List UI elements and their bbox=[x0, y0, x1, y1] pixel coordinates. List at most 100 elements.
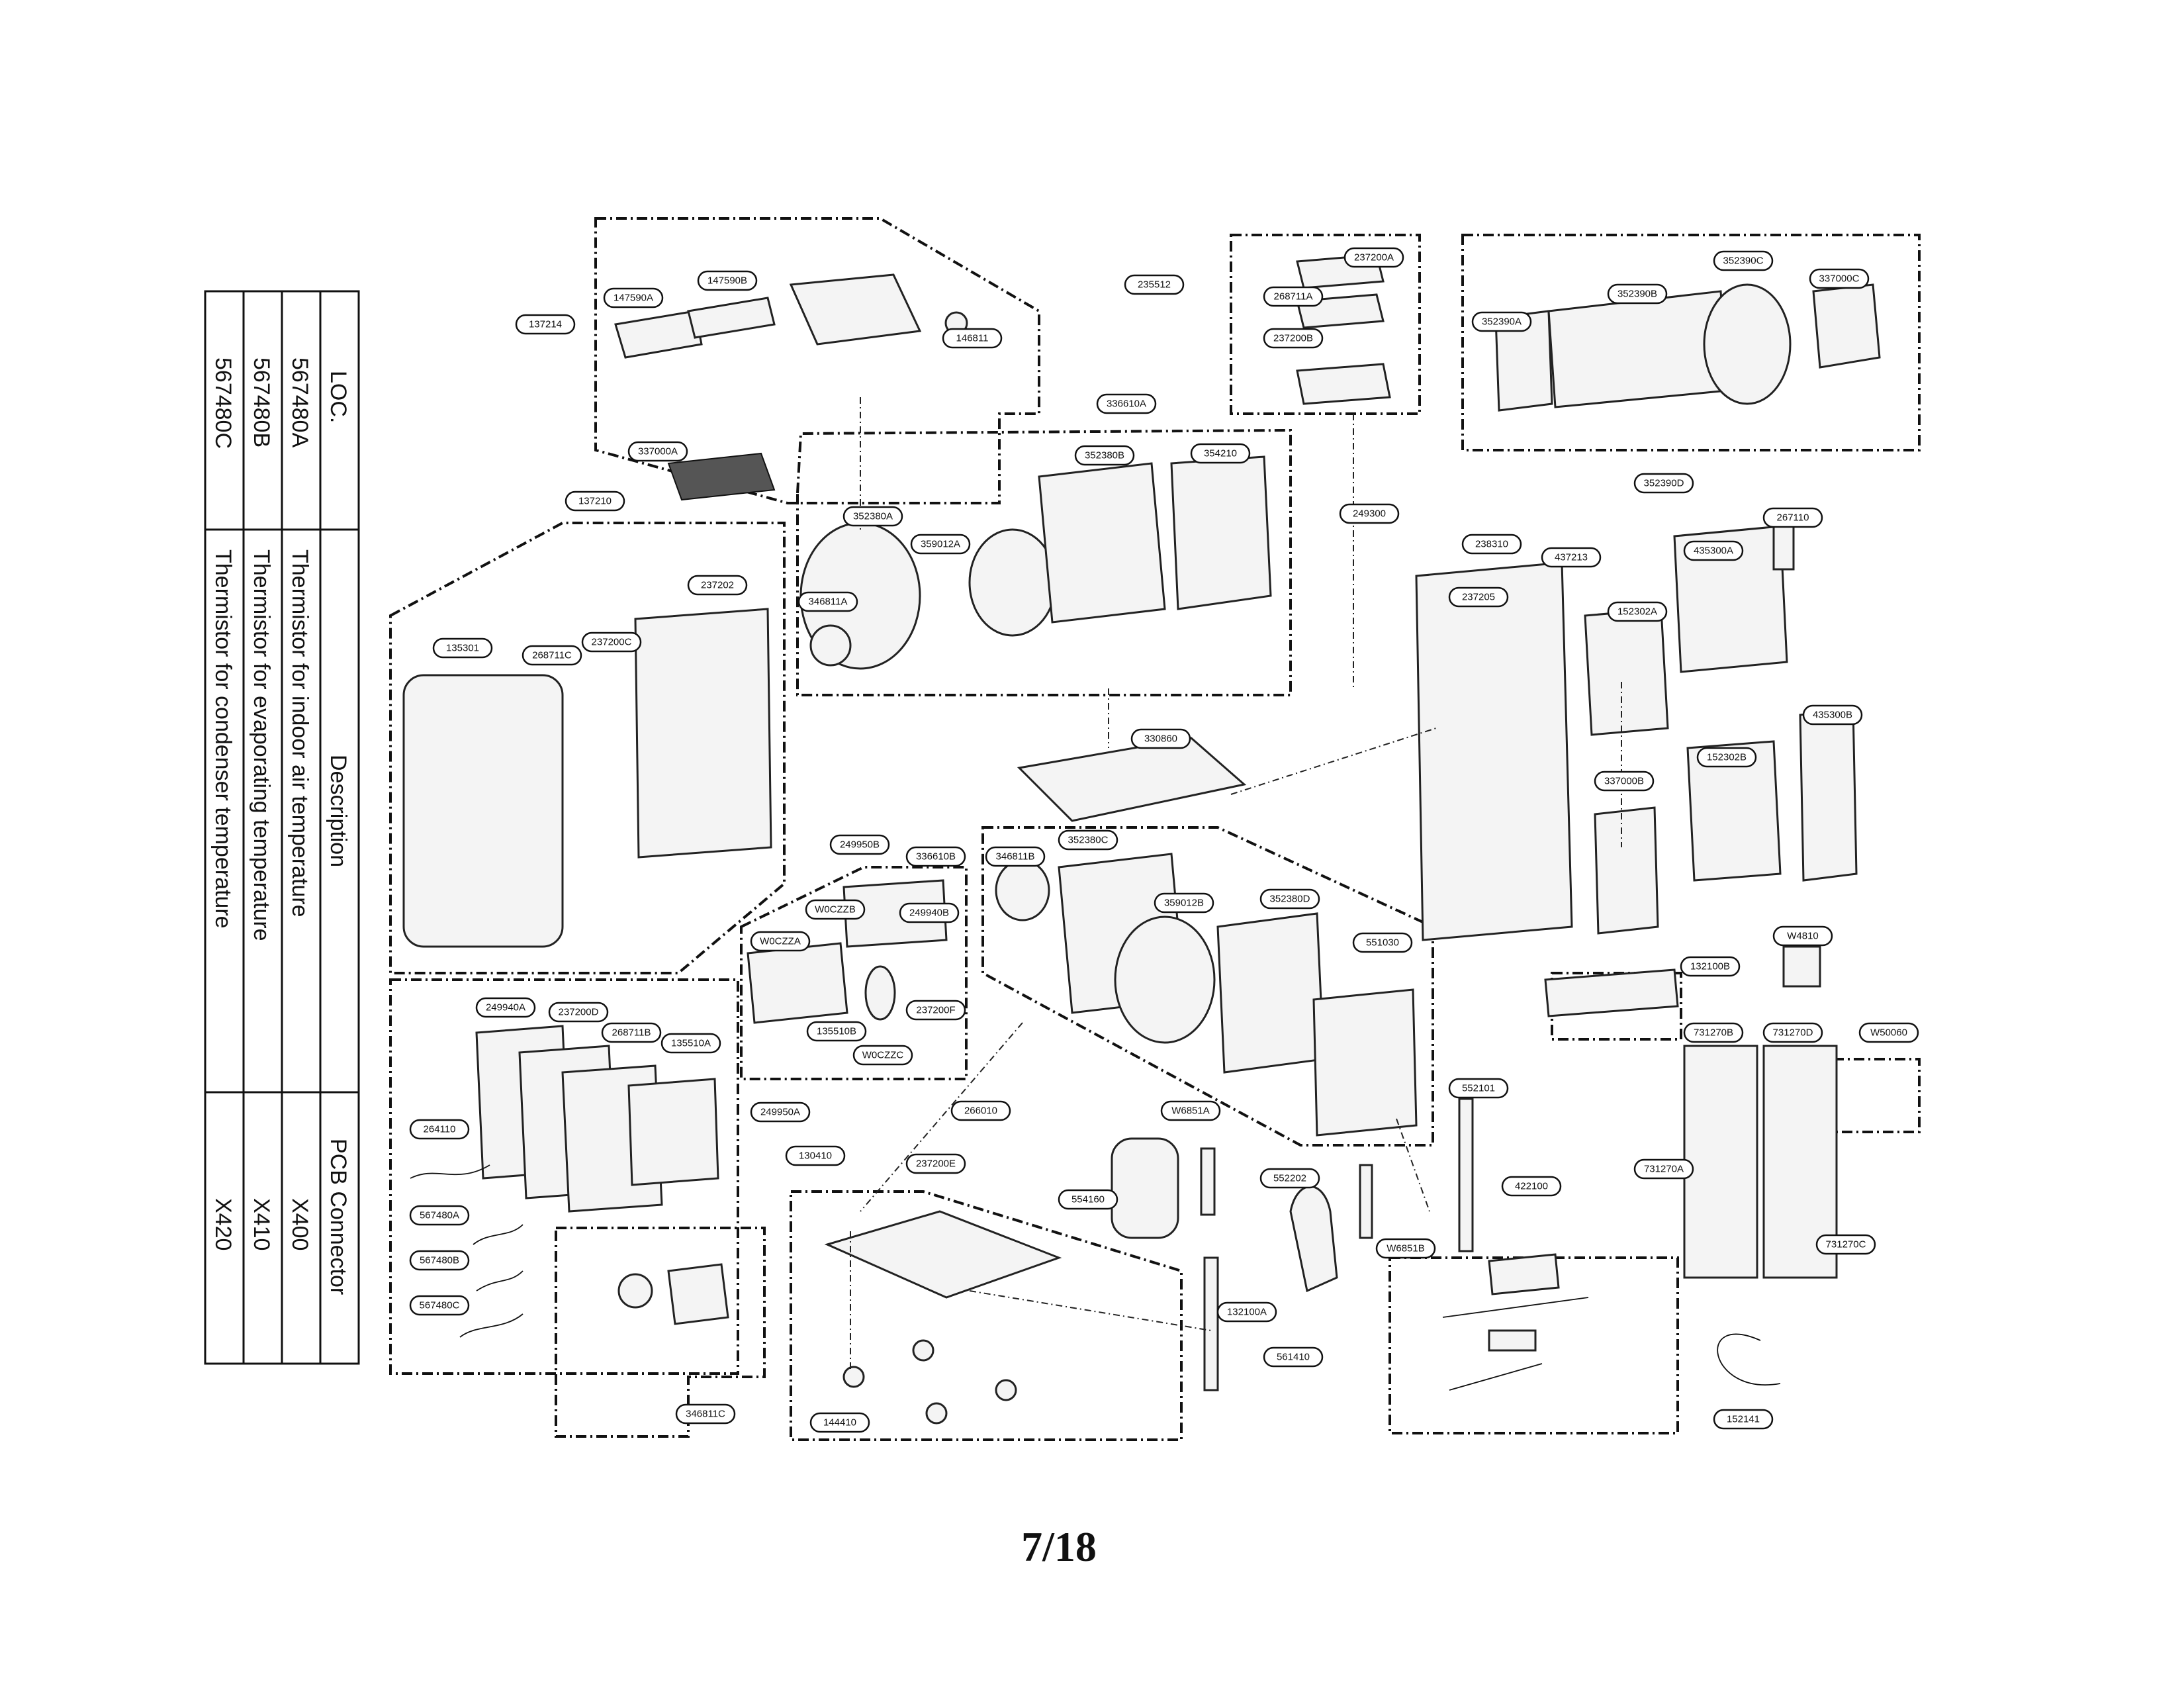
svg-text:352390B: 352390B bbox=[1617, 289, 1657, 300]
callout-237200B: 237200B bbox=[1263, 328, 1324, 349]
svg-text:147590A: 147590A bbox=[614, 293, 653, 304]
callout-731270D: 731270D bbox=[1762, 1022, 1823, 1043]
callout-W6851A: W6851A bbox=[1160, 1100, 1221, 1121]
callout-237200C: 237200C bbox=[581, 632, 642, 653]
svg-text:237200D: 237200D bbox=[559, 1007, 599, 1018]
table-row-loc: 567480A bbox=[287, 357, 312, 447]
callout-W0CZZA: W0CZZA bbox=[750, 931, 811, 952]
table-row-connector: X400 bbox=[287, 1198, 312, 1250]
callout-135301: 135301 bbox=[432, 637, 493, 659]
table-header-loc: LOC. bbox=[326, 371, 351, 423]
page-number: 7/18 bbox=[1021, 1523, 1097, 1570]
callout-135510A: 135510A bbox=[660, 1033, 721, 1054]
svg-text:337000B: 337000B bbox=[1604, 776, 1644, 787]
callout-249940B: 249940B bbox=[899, 902, 960, 923]
table-row-description: Thermistor for indoor air temperature bbox=[287, 549, 312, 917]
svg-text:135510B: 135510B bbox=[817, 1026, 856, 1037]
callout-551030: 551030 bbox=[1352, 932, 1413, 953]
svg-text:567480A: 567480A bbox=[420, 1210, 459, 1221]
callout-359012B: 359012B bbox=[1154, 892, 1214, 914]
svg-text:336610B: 336610B bbox=[916, 851, 956, 863]
svg-text:352380C: 352380C bbox=[1068, 835, 1109, 846]
svg-text:552101: 552101 bbox=[1462, 1083, 1495, 1094]
svg-text:552202: 552202 bbox=[1273, 1173, 1306, 1184]
callout-237200F: 237200F bbox=[905, 1000, 966, 1021]
svg-text:132100B: 132100B bbox=[1690, 961, 1730, 972]
callout-132100B: 132100B bbox=[1680, 956, 1741, 977]
callout-337000C: 337000C bbox=[1809, 268, 1870, 289]
svg-text:237200E: 237200E bbox=[916, 1158, 956, 1170]
svg-text:561410: 561410 bbox=[1277, 1352, 1310, 1363]
svg-text:W0CZZB: W0CZZB bbox=[815, 904, 856, 915]
callout-352390B: 352390B bbox=[1607, 283, 1668, 305]
callout-237200A: 237200A bbox=[1343, 247, 1404, 268]
callout-552202: 552202 bbox=[1259, 1168, 1320, 1189]
callout-135510B: 135510B bbox=[806, 1021, 867, 1042]
svg-text:731270B: 731270B bbox=[1694, 1027, 1733, 1039]
callout-330860: 330860 bbox=[1130, 728, 1191, 749]
callout-152302A: 152302A bbox=[1607, 601, 1668, 622]
svg-text:337000A: 337000A bbox=[638, 446, 678, 457]
callout-352390D: 352390D bbox=[1633, 473, 1694, 494]
svg-text:567480B: 567480B bbox=[420, 1255, 459, 1266]
table-header-pcb-connector: PCB Connector bbox=[326, 1139, 351, 1295]
svg-text:435300B: 435300B bbox=[1813, 710, 1852, 721]
callout-359012A: 359012A bbox=[910, 534, 971, 555]
svg-text:237200C: 237200C bbox=[592, 637, 632, 648]
callout-561410: 561410 bbox=[1263, 1346, 1324, 1368]
svg-text:249950A: 249950A bbox=[760, 1107, 800, 1118]
callout-337000B: 337000B bbox=[1594, 771, 1655, 792]
svg-text:135301: 135301 bbox=[446, 643, 479, 654]
callout-352380D: 352380D bbox=[1259, 888, 1320, 910]
callout-266010: 266010 bbox=[950, 1100, 1011, 1121]
callout-238310: 238310 bbox=[1461, 534, 1522, 555]
callout-336610B: 336610B bbox=[905, 846, 966, 867]
svg-text:554160: 554160 bbox=[1071, 1194, 1105, 1205]
svg-text:346811B: 346811B bbox=[996, 851, 1035, 863]
connector-lines bbox=[850, 397, 1622, 1370]
callout-W4810: W4810 bbox=[1772, 925, 1833, 947]
callout-152302B: 152302B bbox=[1696, 747, 1757, 768]
callout-346811C: 346811C bbox=[675, 1403, 736, 1425]
svg-text:352390A: 352390A bbox=[1482, 316, 1522, 328]
callout-352380C: 352380C bbox=[1058, 829, 1118, 851]
table-row-connector: X410 bbox=[249, 1198, 274, 1250]
callout-152141: 152141 bbox=[1713, 1409, 1774, 1430]
callout-249940A: 249940A bbox=[475, 997, 536, 1018]
parts-legend-table: LOC. Description PCB Connector 567480A T… bbox=[204, 290, 360, 1365]
callout-249950B: 249950B bbox=[829, 834, 890, 855]
svg-text:352380D: 352380D bbox=[1270, 894, 1310, 905]
callout-144410: 144410 bbox=[809, 1412, 870, 1433]
svg-text:268711A: 268711A bbox=[1274, 291, 1313, 303]
svg-text:152141: 152141 bbox=[1727, 1414, 1760, 1425]
svg-text:144410: 144410 bbox=[823, 1417, 856, 1429]
callout-W0CZZB: W0CZZB bbox=[805, 899, 866, 920]
callout-130410: 130410 bbox=[785, 1145, 846, 1166]
callout-237205: 237205 bbox=[1448, 586, 1509, 608]
part-sketches bbox=[402, 254, 1881, 1425]
svg-text:731270D: 731270D bbox=[1773, 1027, 1813, 1039]
callout-132100A: 132100A bbox=[1216, 1301, 1277, 1323]
svg-text:237205: 237205 bbox=[1462, 592, 1495, 603]
callout-352380A: 352380A bbox=[842, 506, 903, 527]
callout-352380B: 352380B bbox=[1074, 445, 1135, 466]
svg-text:237200A: 237200A bbox=[1354, 252, 1394, 263]
callout-731270A: 731270A bbox=[1633, 1158, 1694, 1180]
callout-W6851B: W6851B bbox=[1375, 1238, 1436, 1259]
svg-text:359012A: 359012A bbox=[921, 539, 960, 550]
callout-147590B: 147590B bbox=[697, 270, 758, 291]
svg-text:W6851A: W6851A bbox=[1171, 1105, 1210, 1117]
svg-text:337000C: 337000C bbox=[1819, 273, 1860, 285]
svg-text:435300A: 435300A bbox=[1694, 545, 1733, 557]
svg-text:249300: 249300 bbox=[1353, 508, 1386, 520]
svg-text:354210: 354210 bbox=[1204, 448, 1237, 459]
callout-237202: 237202 bbox=[687, 575, 748, 596]
svg-text:235512: 235512 bbox=[1138, 279, 1171, 291]
svg-text:237202: 237202 bbox=[701, 580, 734, 591]
svg-text:267110: 267110 bbox=[1777, 512, 1809, 524]
svg-text:137214: 137214 bbox=[529, 319, 562, 330]
svg-text:352380A: 352380A bbox=[853, 511, 893, 522]
svg-text:268711B: 268711B bbox=[612, 1027, 651, 1039]
callout-422100: 422100 bbox=[1501, 1176, 1562, 1197]
